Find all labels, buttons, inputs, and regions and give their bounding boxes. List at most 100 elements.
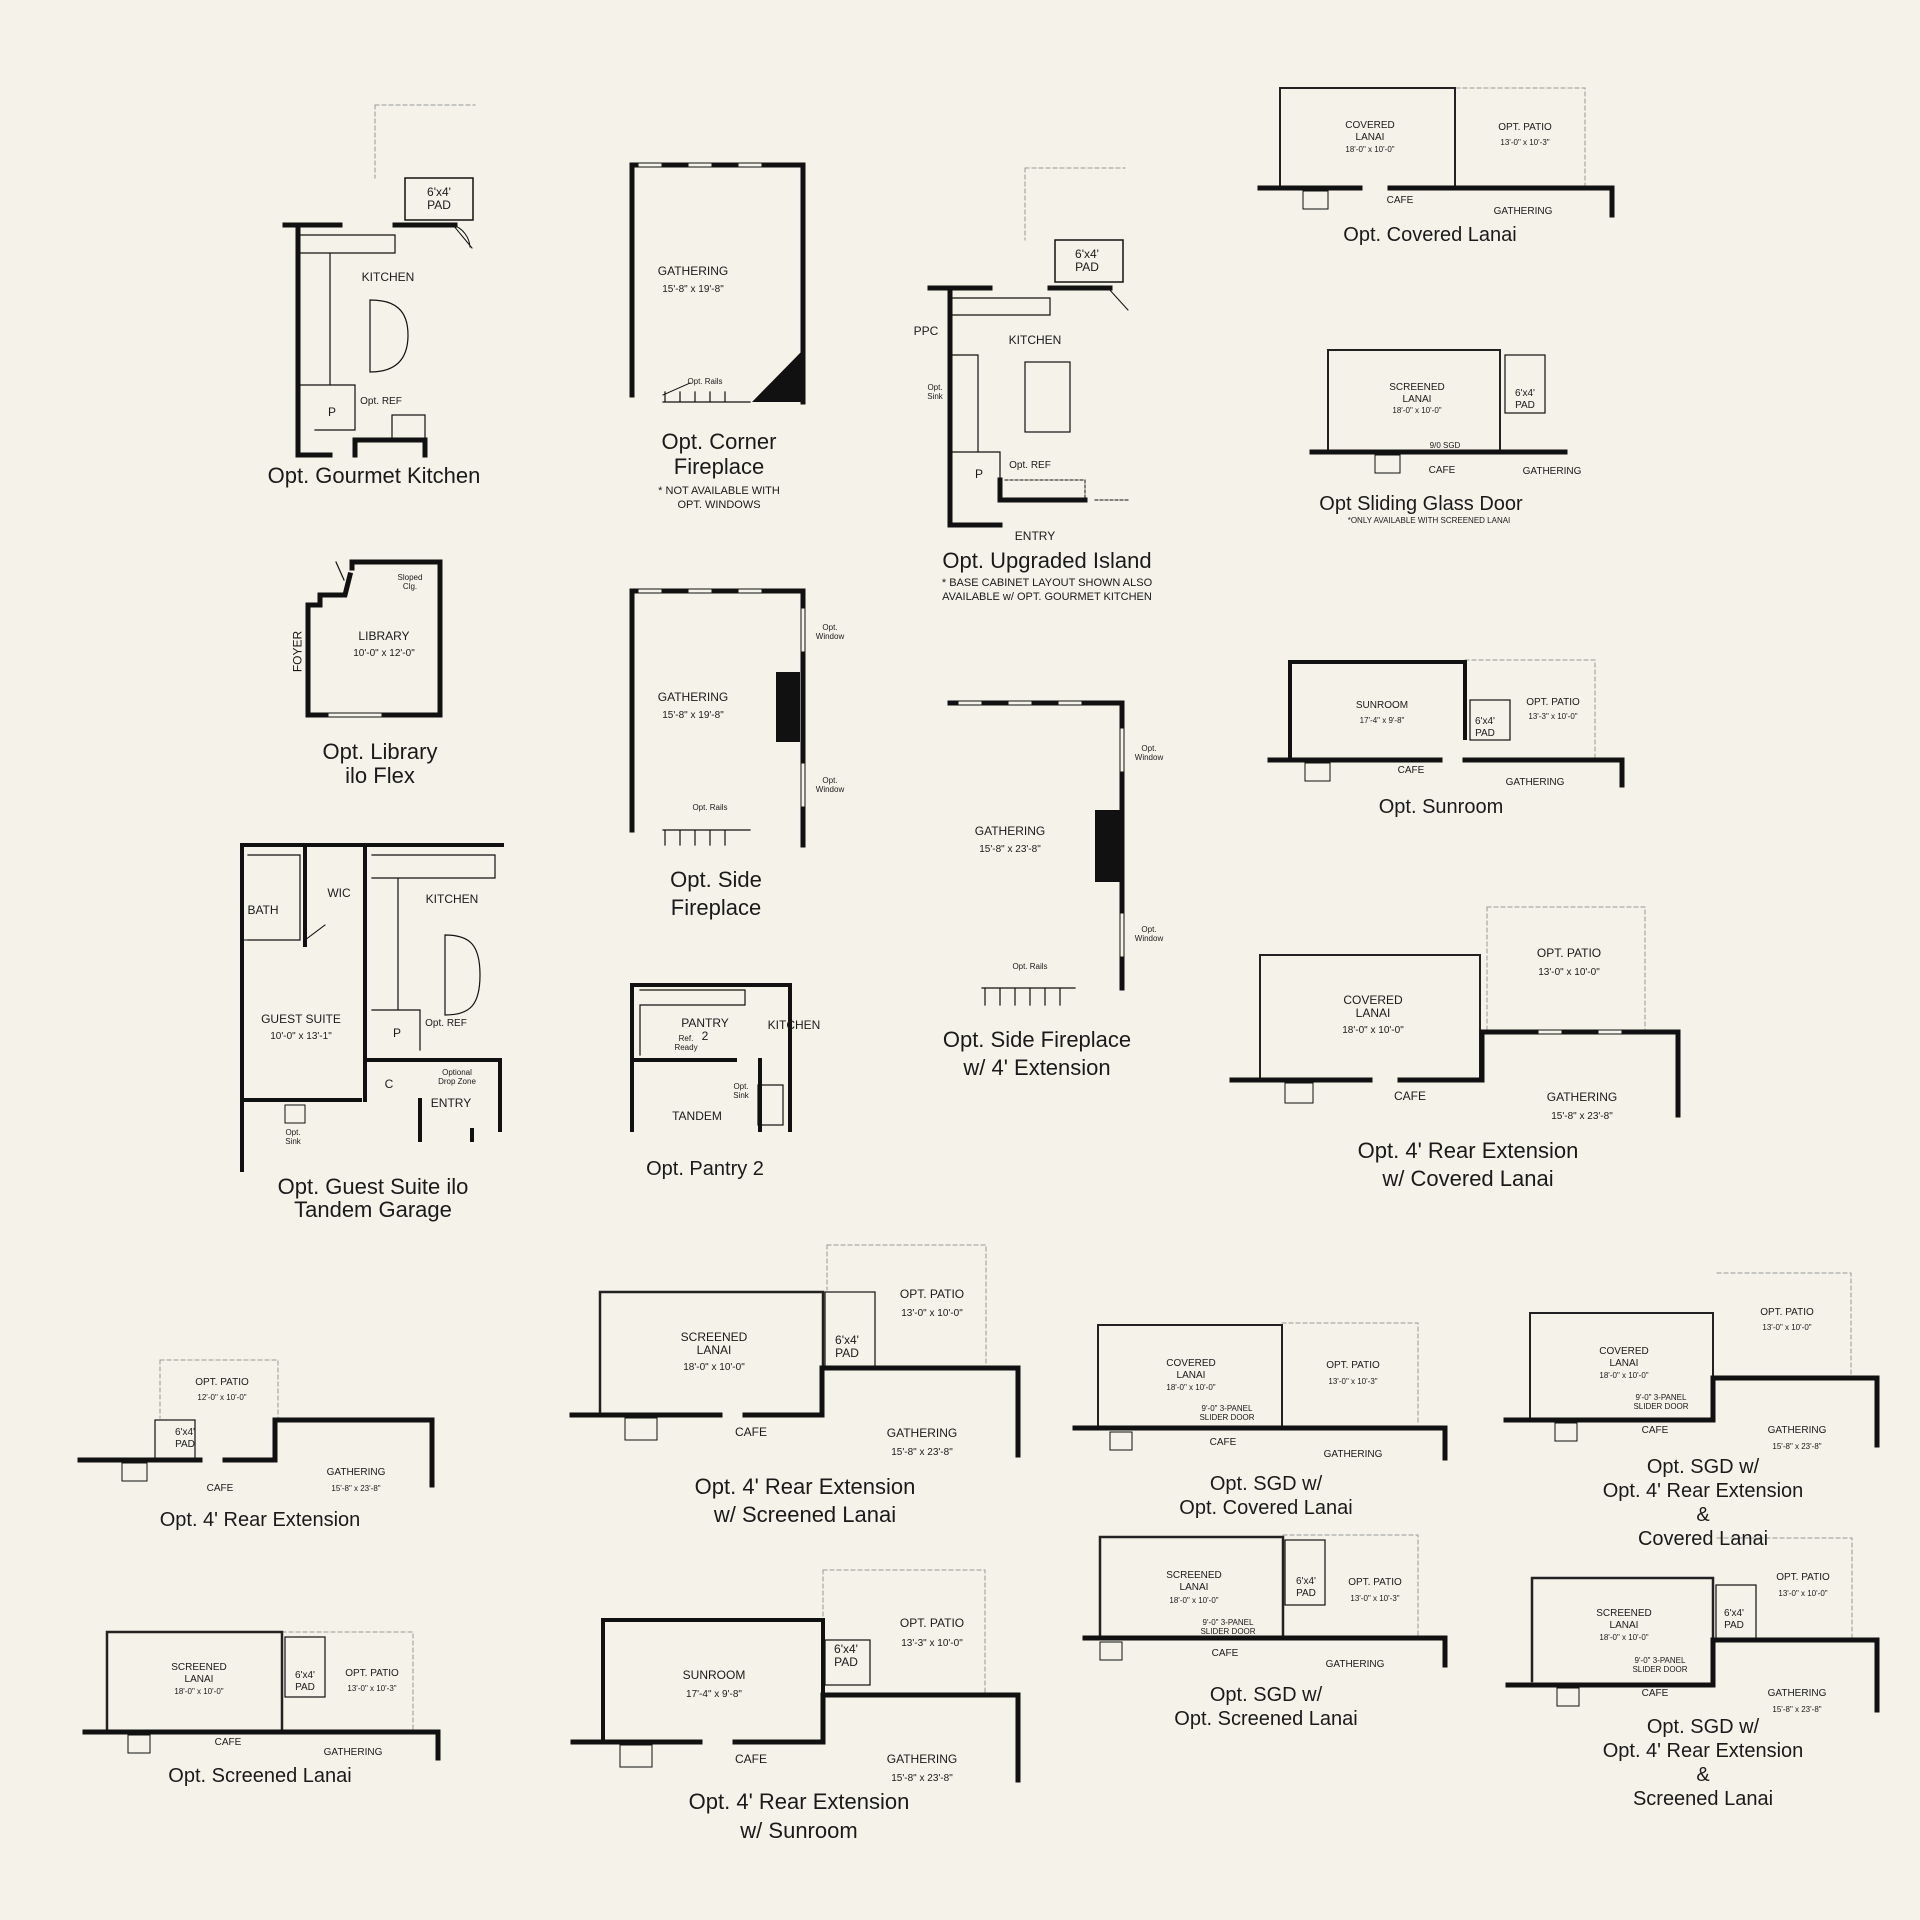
- rear-ext-drawing: [77, 1359, 435, 1488]
- room-dims: 15'-8" x 19'-8": [662, 284, 724, 295]
- lanai-dims: 18'-0" x 10'-0": [174, 1687, 224, 1696]
- patio-dims: 13'-3" x 10'-0": [901, 1638, 963, 1649]
- sunroom-dims: 17'-4" x 9'-8": [686, 1689, 742, 1700]
- door-label: 9'-0" 3-PANEL SLIDER DOOR: [1200, 1618, 1256, 1636]
- cafe-label: CAFE: [1386, 195, 1414, 206]
- note-upgraded-island: * BASE CABINET LAYOUT SHOWN ALSO AVAILAB…: [941, 577, 1153, 603]
- sink-label: Opt. Sink: [285, 1128, 301, 1146]
- side-fireplace-ext-drawing: [947, 700, 1125, 1006]
- pad-label: 6'x4' PAD: [175, 1427, 195, 1450]
- suite-dims: 10'-0" x 13'-1": [270, 1031, 332, 1042]
- lanai-label: SCREENED LANAI: [1389, 382, 1445, 405]
- lanai-label: SCREENED LANAI: [1596, 1608, 1652, 1631]
- side-fireplace-drawing: [629, 588, 806, 848]
- patio-label: OPT. PATIO: [1776, 1572, 1830, 1583]
- library-drawing: [305, 559, 443, 718]
- gathering-label: GATHERING: [1323, 1449, 1383, 1460]
- suite-label: GUEST SUITE: [261, 1012, 341, 1026]
- window-label-top: Opt. Window: [1134, 744, 1164, 762]
- gathering-label: GATHERING: [323, 1747, 383, 1758]
- caption-library: Opt. Library ilo Flex: [322, 739, 438, 788]
- lanai-dims: 18'-0" x 10'-0": [683, 1362, 745, 1373]
- caption-side-fireplace: Opt. Side Fireplace: [670, 867, 762, 920]
- note-sliding-glass-door: *ONLY AVAILABLE WITH SCREENED LANAI: [1347, 516, 1511, 525]
- kitchen-label: KITCHEN: [361, 270, 415, 284]
- gathering-label: GATHERING: [1493, 206, 1553, 217]
- kitchen-label: KITCHEN: [425, 892, 479, 906]
- lanai-dims: 18'-0" x 10'-0": [1392, 406, 1442, 415]
- pad-label: 6'x4' PAD: [1724, 1608, 1744, 1631]
- screened-lanai-drawing: [82, 1630, 441, 1761]
- clg-label: Sloped Clg.: [397, 573, 423, 591]
- gathering-label: GATHERING: [1505, 777, 1565, 788]
- sink-label: Opt. Sink: [733, 1082, 749, 1100]
- caption-gourmet-kitchen: Opt. Gourmet Kitchen: [267, 463, 481, 488]
- cafe-label: CAFE: [734, 1752, 768, 1766]
- patio-dims: 13'-0" x 10'-0": [901, 1308, 963, 1319]
- cafe-label: CAFE: [214, 1737, 242, 1748]
- gathering-dims: 15'-8" x 23'-8": [331, 1484, 381, 1493]
- pantry-label: P: [392, 1026, 402, 1040]
- wic-label: WIC: [327, 886, 351, 900]
- gathering-dims: 15'-8" x 23'-8": [1772, 1705, 1822, 1714]
- lanai-label: COVERED LANAI: [1166, 1358, 1216, 1381]
- gathering-label: GATHERING: [326, 1467, 386, 1478]
- lanai-label: COVERED LANAI: [1343, 993, 1403, 1020]
- sgd-covered-drawing: [1072, 1322, 1448, 1461]
- patio-label: OPT. PATIO: [1536, 946, 1602, 960]
- gathering-dims: 15'-8" x 23'-8": [891, 1773, 953, 1784]
- upgraded-island-drawing: [927, 167, 1131, 528]
- patio-label: OPT. PATIO: [1760, 1307, 1814, 1318]
- tandem-label: TANDEM: [672, 1109, 722, 1123]
- sunroom-label: SUNROOM: [682, 1668, 746, 1682]
- door-label: 9'-0" 3-PANEL SLIDER DOOR: [1199, 1404, 1255, 1422]
- lanai-dims: 18'-0" x 10'-0": [1599, 1633, 1649, 1642]
- lanai-label: COVERED LANAI: [1345, 120, 1395, 143]
- caption-rear-ext: Opt. 4' Rear Extension: [159, 1509, 361, 1531]
- gathering-label: GATHERING: [886, 1426, 958, 1440]
- pantry2-drawing: [630, 983, 792, 1132]
- door-label: 9'-0" 3-PANEL SLIDER DOOR: [1633, 1393, 1689, 1411]
- note-corner-fireplace: * NOT AVAILABLE WITH OPT. WINDOWS: [658, 485, 780, 511]
- room-dims: 15'-8" x 19'-8": [662, 710, 724, 721]
- window-label-top: Opt. Window: [815, 623, 845, 641]
- entry-label: ENTRY: [430, 1096, 472, 1110]
- sunroom-drawing: [1267, 659, 1625, 788]
- caption-rear-ext-sunroom: Opt. 4' Rear Extension w/ Sunroom: [688, 1789, 910, 1843]
- library-label: LIBRARY: [358, 629, 410, 643]
- caption-upgraded-island: Opt. Upgraded Island: [942, 548, 1152, 573]
- cafe-label: CAFE: [1428, 465, 1456, 476]
- lanai-label: COVERED LANAI: [1599, 1346, 1649, 1369]
- kitchen-label: KITCHEN: [1008, 333, 1062, 347]
- cafe-label: CAFE: [1641, 1425, 1669, 1436]
- gathering-label: GATHERING: [1767, 1688, 1827, 1699]
- caption-sgd-rear-covered: Opt. SGD w/ Opt. 4' Rear Extension & Cov…: [1602, 1456, 1804, 1550]
- caption-guest-suite: Opt. Guest Suite ilo Tandem Garage: [277, 1174, 469, 1222]
- patio-dims: 13'-0" x 10'-3": [347, 1684, 397, 1693]
- cafe-label: CAFE: [1641, 1688, 1669, 1699]
- gathering-label: GATHERING: [1546, 1090, 1618, 1104]
- pad-label: 6'x4' PAD: [834, 1642, 858, 1669]
- sink-label: Opt. Sink: [927, 383, 943, 401]
- pad-label: 6'x4' PAD: [1296, 1576, 1316, 1599]
- corner-fireplace-drawing: [629, 162, 806, 405]
- bath-label: BATH: [247, 903, 279, 917]
- pantry-label: P: [327, 405, 337, 419]
- patio-label: OPT. PATIO: [899, 1616, 965, 1630]
- window-label-bottom: Opt. Window: [1134, 925, 1164, 943]
- pad-label: 6'x4' PAD: [427, 185, 451, 212]
- patio-label: OPT. PATIO: [195, 1377, 249, 1388]
- patio-label: OPT. PATIO: [1526, 697, 1580, 708]
- cafe-label: CAFE: [206, 1483, 234, 1494]
- cafe-label: CAFE: [1209, 1437, 1237, 1448]
- entry-label: ENTRY: [1014, 529, 1056, 543]
- room-label: GATHERING: [657, 264, 729, 278]
- door-label: 9'-0" 3-PANEL SLIDER DOOR: [1632, 1656, 1688, 1674]
- caption-covered-lanai: Opt. Covered Lanai: [1343, 224, 1517, 246]
- foyer-label: FOYER: [290, 630, 305, 673]
- sunroom-dims: 17'-4" x 9'-8": [1359, 716, 1405, 725]
- caption-rear-ext-covered: Opt. 4' Rear Extension w/ Covered Lanai: [1357, 1138, 1579, 1191]
- lanai-dims: 18'-0" x 10'-0": [1169, 1596, 1219, 1605]
- caption-sgd-covered: Opt. SGD w/ Opt. Covered Lanai: [1179, 1473, 1353, 1519]
- caption-sliding-glass-door: Opt Sliding Glass Door: [1319, 493, 1523, 515]
